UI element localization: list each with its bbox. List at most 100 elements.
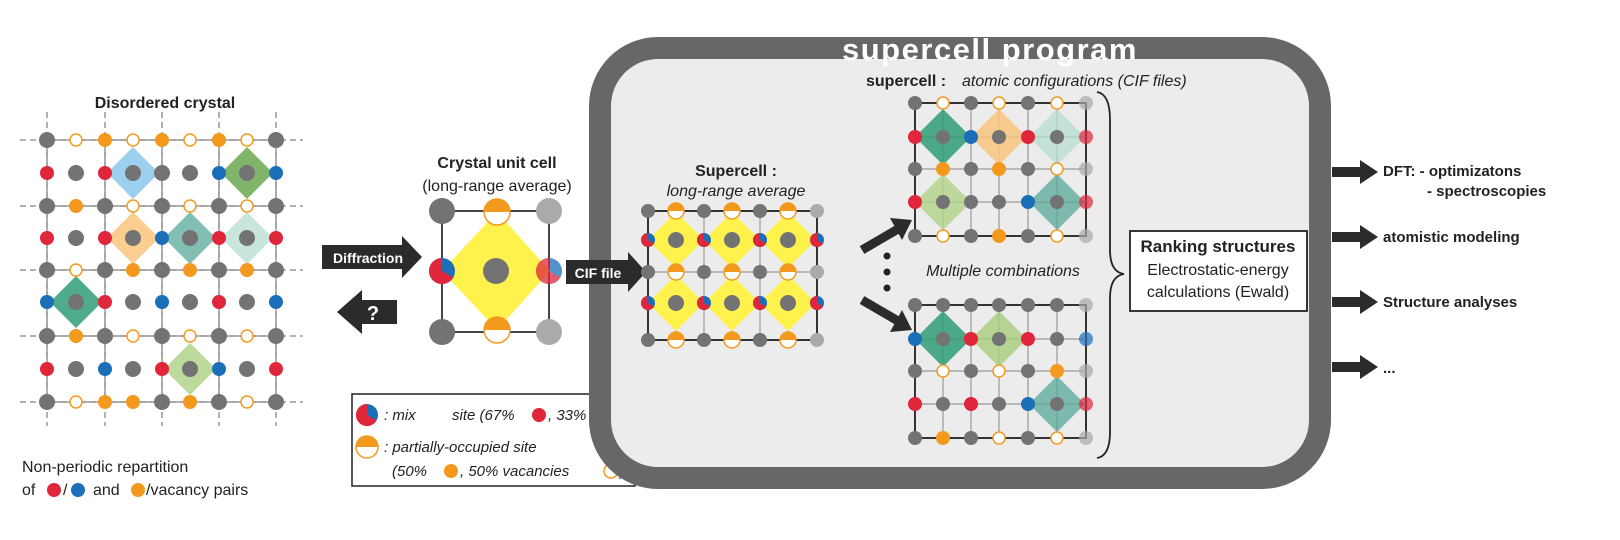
mix-site-red	[640, 296, 655, 311]
supercell-subtitle: long-range average	[667, 183, 806, 200]
mix-site-red	[809, 296, 824, 311]
partial-site-fill	[484, 317, 510, 330]
question-arrow: ?	[337, 290, 397, 334]
gray-atom	[211, 328, 227, 344]
ranking-line3: calculations (Ewald)	[1147, 284, 1289, 301]
output-dft: DFT: - optimizatons	[1383, 163, 1521, 180]
partial-site	[723, 331, 741, 349]
partial-site-fill	[780, 203, 796, 211]
blue-atom	[269, 166, 283, 180]
red-atom	[98, 166, 112, 180]
blue-atom	[1079, 332, 1093, 346]
gray-atom	[68, 230, 84, 246]
red-atom	[212, 295, 226, 309]
partial-site	[779, 263, 797, 281]
partial-site	[779, 202, 797, 220]
multiple-combinations: Multiple combinations	[926, 263, 1080, 280]
vacancy-site	[992, 431, 1006, 445]
orange-atom	[183, 395, 197, 409]
partial-site-fill	[668, 332, 684, 340]
gray-atom	[1021, 96, 1035, 110]
vacancy-site	[126, 199, 140, 213]
vacancy-site	[69, 395, 83, 409]
partial-site-fill	[668, 264, 684, 272]
red-atom	[212, 231, 226, 245]
gray-atom	[908, 162, 922, 176]
vacancy-site	[1050, 96, 1064, 110]
gray-atom	[964, 229, 978, 243]
gray-atom	[964, 364, 978, 378]
configs-title-bold: supercell :	[866, 73, 946, 90]
gray-atom	[182, 294, 198, 310]
cif-file-arrow: CIF file	[566, 252, 646, 292]
gray-atom	[125, 230, 141, 246]
output-ellipsis: ...	[1383, 360, 1396, 377]
mix-site-red	[428, 258, 454, 284]
output-structure: Structure analyses	[1383, 294, 1517, 311]
configs-title-italic: atomic configurations (CIF files)	[962, 73, 1187, 90]
config-arrow-lower	[859, 296, 912, 332]
caption-red-atom	[47, 483, 61, 497]
gray-atom	[182, 230, 198, 246]
gray-atom	[97, 328, 113, 344]
legend-partial-mid: , 50% vacancies	[460, 463, 570, 480]
cif-file-label: CIF file	[575, 265, 622, 281]
gray-atom	[697, 204, 711, 218]
mix-site-red	[355, 403, 377, 426]
legend-mix-label: : mix	[384, 407, 416, 424]
gray-atom-light	[810, 204, 824, 218]
gray-atom	[753, 265, 767, 279]
gray-atom	[68, 294, 84, 310]
gray-atom	[68, 361, 84, 377]
gray-atom	[97, 262, 113, 278]
mix-site	[752, 232, 767, 248]
orange-atom	[936, 431, 950, 445]
red-atom	[155, 362, 169, 376]
ranking-line2: Electrostatic-energy	[1147, 262, 1288, 279]
gray-atom	[1050, 397, 1064, 411]
vertical-ellipsis	[883, 252, 891, 292]
gray-atom	[1050, 130, 1064, 144]
gray-atom	[964, 298, 978, 312]
gray-atom	[1021, 162, 1035, 176]
partial-site	[723, 202, 741, 220]
vacancy-site	[240, 199, 254, 213]
blue-atom	[212, 362, 226, 376]
gray-atom	[992, 332, 1006, 346]
caption-suffix: /vacancy pairs	[146, 482, 248, 499]
gray-atom	[908, 364, 922, 378]
vacancy-site	[69, 263, 83, 277]
output-arrow-dft	[1332, 160, 1378, 184]
blue-atom	[212, 166, 226, 180]
vacancy-site	[126, 133, 140, 147]
caption-orange-atom	[131, 483, 145, 497]
program-title: supercell program	[842, 32, 1138, 67]
gray-atom	[1021, 431, 1035, 445]
gray-atom-light	[1079, 229, 1093, 243]
gray-atom-light	[1079, 298, 1093, 312]
gray-atom	[1021, 229, 1035, 243]
disordered-caption-line2: of / and /vacancy pairs	[22, 482, 248, 499]
red-atom	[1021, 130, 1035, 144]
gray-atom	[964, 431, 978, 445]
question-label: ?	[367, 303, 379, 325]
legend-orange-atom	[444, 464, 458, 478]
config-arrow-upper	[859, 218, 912, 254]
partial-site-fill	[780, 264, 796, 272]
legend-partial-pct: (50%	[392, 463, 427, 480]
partial-site-fill	[724, 203, 740, 211]
gray-atom-light	[536, 198, 562, 224]
blue-atom	[1021, 195, 1035, 209]
red-atom	[908, 195, 922, 209]
mix-site-red	[752, 296, 767, 311]
caption-prefix: of	[22, 482, 36, 499]
gray-atom	[239, 294, 255, 310]
red-atom	[1079, 397, 1093, 411]
gray-atom	[908, 298, 922, 312]
gray-atom	[154, 394, 170, 410]
gray-atom-light	[810, 333, 824, 347]
gray-atom	[182, 165, 198, 181]
mix-site-red	[696, 232, 711, 248]
vacancy-site	[240, 133, 254, 147]
gray-atom	[724, 232, 740, 248]
